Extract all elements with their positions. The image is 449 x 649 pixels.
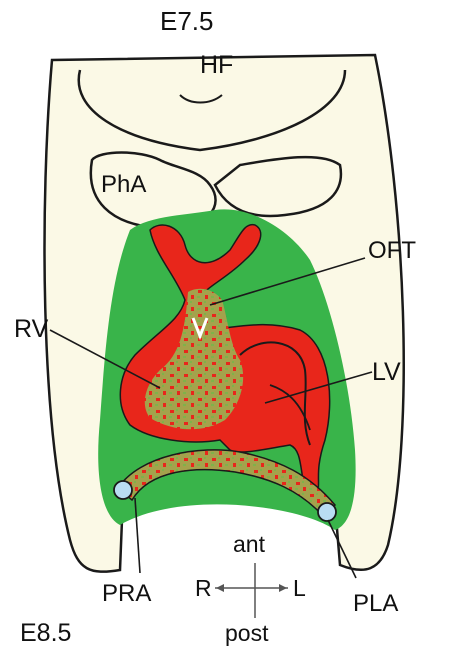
- label-pla: PLA: [353, 590, 398, 617]
- label-pra: PRA: [102, 580, 151, 607]
- stage-label: E8.5: [20, 619, 71, 647]
- axis-posterior: post: [225, 620, 269, 646]
- label-hf: HF: [200, 51, 233, 79]
- label-pha: PhA: [101, 171, 146, 198]
- axis-anterior: ant: [233, 531, 266, 557]
- label-oft: OFT: [368, 237, 416, 264]
- pla-bulb: [318, 503, 336, 521]
- header-stage-label: E7.5: [160, 6, 214, 36]
- pra-bulb: [114, 481, 132, 499]
- orientation-compass: [215, 563, 288, 618]
- label-lv: LV: [372, 358, 401, 386]
- label-rv: RV: [14, 315, 49, 343]
- axis-right: R: [195, 575, 212, 601]
- axis-left: L: [293, 575, 306, 601]
